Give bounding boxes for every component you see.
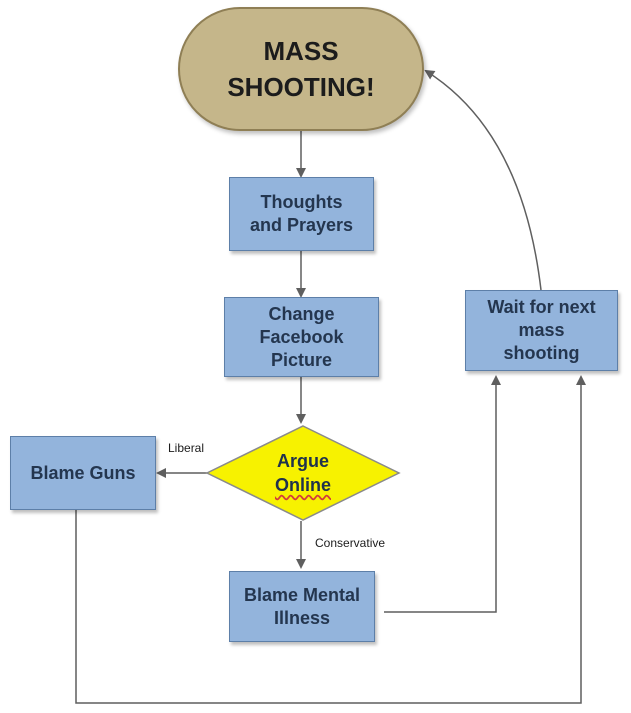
blame-mental-illness-node: Blame Mental Illness	[229, 571, 375, 642]
argue-label: Argue	[276, 451, 329, 471]
argue-online-label: Argue Online	[239, 448, 367, 498]
arrow-mental-to-wait	[384, 375, 501, 613]
conservative-edge-label: Conservative	[315, 536, 386, 550]
arrow-guns-to-wait	[75, 375, 586, 704]
argue-online-diamond	[205, 425, 401, 521]
online-label: Online	[274, 475, 331, 495]
change-facebook-picture-node: Change Facebook Picture	[224, 297, 379, 377]
thoughts-and-prayers-node: Thoughts and Prayers	[229, 177, 374, 251]
mass-shooting-node: MASS SHOOTING!	[178, 7, 424, 131]
liberal-edge-label: Liberal	[168, 441, 205, 455]
arrow-wait-to-start	[424, 69, 542, 291]
blame-guns-node: Blame Guns	[10, 436, 156, 510]
wait-for-next-mass-shooting-node: Wait for next mass shooting	[465, 290, 618, 371]
